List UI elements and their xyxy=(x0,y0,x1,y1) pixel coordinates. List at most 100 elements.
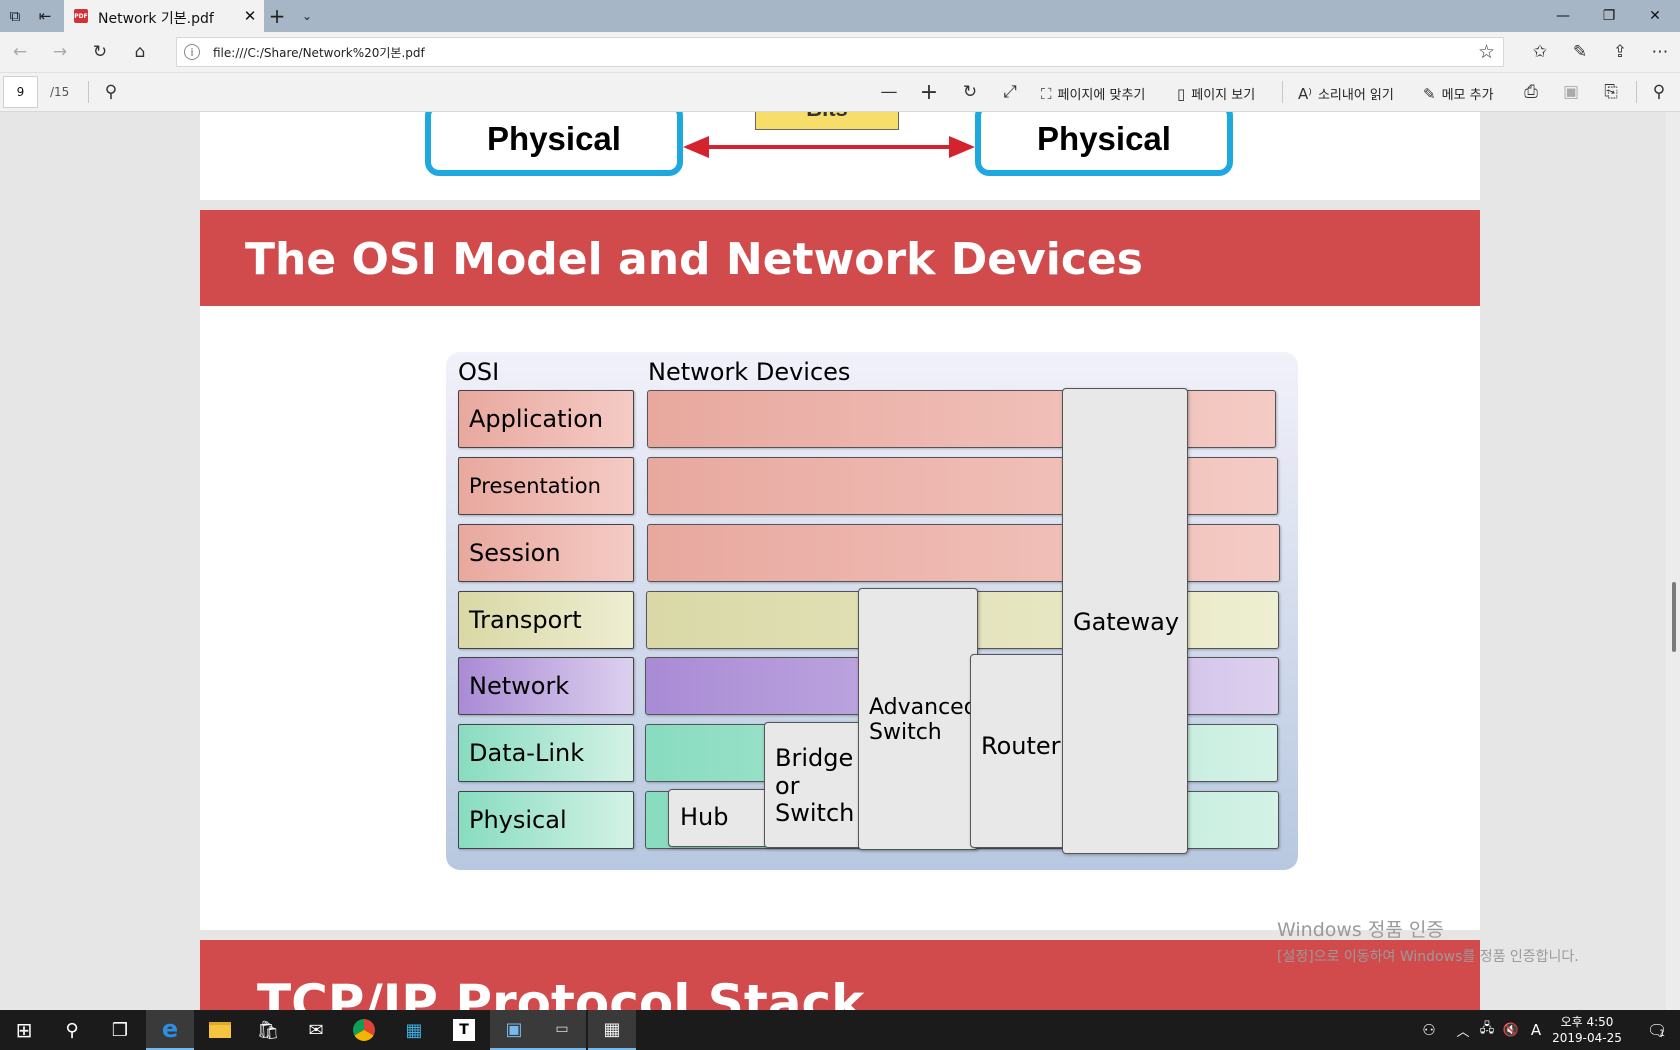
people-icon[interactable]: ⚇ xyxy=(1422,1021,1436,1039)
page-view-icon: ▯ xyxy=(1177,85,1186,103)
add-note-button[interactable]: ✎ 메모 추가 xyxy=(1423,84,1494,103)
chrome-icon[interactable] xyxy=(340,1010,388,1050)
tab-title: Network 기본.pdf xyxy=(98,11,214,27)
device-advanced-switch: Advanced Switch xyxy=(858,588,978,850)
remote-desktop-icon[interactable]: ▣ xyxy=(490,1010,538,1050)
physical-box-left-label: Physical xyxy=(487,120,621,157)
ime-indicator[interactable]: A xyxy=(1530,1021,1542,1039)
typora-logo: T xyxy=(453,1019,475,1041)
close-tab-icon[interactable]: ✕ xyxy=(243,7,257,25)
osi-layer-data-link: Data-Link xyxy=(458,724,634,782)
bits-label-text: Bits xyxy=(806,112,848,122)
close-window-button[interactable]: ✕ xyxy=(1649,8,1661,24)
osi-layer-session: Session xyxy=(458,524,634,582)
pdf-icon: PDF xyxy=(74,9,88,23)
divider xyxy=(1282,81,1283,103)
slide-title: The OSI Model and Network Devices xyxy=(245,234,1143,285)
terminal-icon[interactable]: ▭ xyxy=(538,1010,586,1050)
fit-page-label: 페이지에 맞추기 xyxy=(1057,88,1146,103)
action-center-icon[interactable]: 🗨1 xyxy=(1646,1020,1668,1040)
title-bar: ⧉ ⇤ PDF Network 기본.pdf ✕ + ⌄ — ❐ ✕ xyxy=(0,0,1680,32)
device-hub: Hub xyxy=(668,789,768,847)
watermark-line1: Windows 정품 인증 xyxy=(1277,919,1444,941)
search-icon[interactable]: ⚲ xyxy=(104,82,118,102)
device-router: Router xyxy=(970,654,1070,848)
read-aloud-label: 소리내어 읽기 xyxy=(1317,88,1394,103)
pdf-viewer[interactable]: Bits Physical Physical The OSI Model and… xyxy=(0,112,1680,1010)
search-icon[interactable]: ⚲ xyxy=(65,1019,79,1041)
page-number-input[interactable]: 9 xyxy=(3,76,38,108)
edge-icon[interactable]: e xyxy=(146,1010,194,1050)
slide-title-banner: The OSI Model and Network Devices xyxy=(200,210,1480,306)
physical-box-right: Physical xyxy=(975,112,1233,176)
read-aloud-button[interactable]: A⁾ 소리내어 읽기 xyxy=(1298,84,1394,103)
refresh-icon[interactable]: ↻ xyxy=(92,42,108,62)
save-icon[interactable]: ▣ xyxy=(1562,82,1580,102)
restore-button[interactable]: ❐ xyxy=(1602,8,1616,24)
zoom-in-icon[interactable]: + xyxy=(919,79,939,105)
vertical-scrollbar[interactable] xyxy=(1666,112,1680,1010)
mail-icon[interactable]: ✉ xyxy=(308,1019,324,1041)
next-slide-title: TCP/IP Protocol Stack xyxy=(257,974,865,1010)
tab-preview-chevron-icon[interactable]: ⌄ xyxy=(301,9,313,23)
tab-list-icon[interactable]: ⧉ xyxy=(9,7,21,25)
divider xyxy=(88,81,89,103)
rotate-icon[interactable]: ↻ xyxy=(962,82,978,102)
save-as-icon[interactable]: ⎘ xyxy=(1604,82,1618,102)
device-bridge-or-switch: Bridge or Switch xyxy=(764,722,864,848)
address-bar[interactable]: i file:///C:/Share/Network%20기본.pdf ☆ xyxy=(176,37,1504,67)
pen-icon[interactable]: ✎ xyxy=(1572,42,1588,62)
share-icon[interactable]: ⇪ xyxy=(1612,42,1628,62)
osi-layer-physical: Physical xyxy=(458,791,634,849)
physical-box-left: Physical xyxy=(425,112,683,176)
tray-chevron-icon[interactable]: ︿ xyxy=(1456,1024,1470,1040)
chrome-logo xyxy=(353,1019,375,1041)
clock[interactable]: 오후 4:50 2019-04-25 xyxy=(1552,1010,1622,1050)
page-view-label: 페이지 보기 xyxy=(1191,88,1256,103)
start-windows-icon[interactable]: ⊞ xyxy=(15,1018,33,1042)
bits-arrow xyxy=(683,136,975,158)
osi-layer-network: Network xyxy=(458,657,634,715)
device-gateway: Gateway xyxy=(1062,388,1188,854)
typora-icon[interactable]: T xyxy=(440,1010,488,1050)
file-explorer-icon[interactable] xyxy=(196,1010,244,1050)
url-text[interactable]: file:///C:/Share/Network%20기본.pdf xyxy=(213,46,425,60)
app-blue-icon[interactable]: ▦ xyxy=(405,1019,423,1041)
minimize-button[interactable]: — xyxy=(1556,8,1570,24)
volume-icon[interactable]: 🔇 xyxy=(1502,1022,1520,1038)
favorite-star-icon[interactable]: ☆ xyxy=(1477,41,1495,63)
notification-count: 1 xyxy=(1659,1029,1666,1039)
print-icon[interactable]: ⎙ xyxy=(1524,82,1538,102)
fullscreen-icon[interactable]: ⤢ xyxy=(1003,82,1017,102)
calculator-icon[interactable]: ▦ xyxy=(588,1010,636,1050)
page-view-button[interactable]: ▯ 페이지 보기 xyxy=(1177,84,1255,103)
more-icon[interactable]: ⋯ xyxy=(1651,42,1669,62)
site-info-icon[interactable]: i xyxy=(184,44,200,60)
forward-icon[interactable]: → xyxy=(52,42,68,62)
taskbar: ⊞ ⚲ ❒ e 🛍 ✉ ▦ T ▣ ▭ ▦ ⚇ ︿ 🖧 🔇 A 오후 4:50 … xyxy=(0,1010,1680,1050)
network-icon[interactable]: 🖧 xyxy=(1479,1021,1495,1036)
scrollbar-thumb[interactable] xyxy=(1672,582,1676,652)
fit-page-button[interactable]: ⛶페이지에 맞추기 xyxy=(1041,84,1145,103)
osi-diagram: OSI Network Devices Application Presenta… xyxy=(446,352,1298,870)
watermark-line2: [설정]으로 이동하여 Windows를 정품 인증합니다. xyxy=(1277,949,1579,965)
page-total: /15 xyxy=(50,85,70,99)
favorites-icon[interactable]: ✩ xyxy=(1532,42,1548,62)
browser-tab[interactable]: PDF Network 기본.pdf ✕ xyxy=(64,0,264,32)
zoom-out-icon[interactable]: — xyxy=(880,82,898,102)
task-view-icon[interactable]: ❒ xyxy=(111,1019,129,1041)
pdf-page-previous: Bits Physical Physical xyxy=(200,112,1480,200)
home-icon[interactable]: ⌂ xyxy=(134,42,146,62)
read-aloud-icon: A⁾ xyxy=(1298,85,1312,103)
store-icon[interactable]: 🛍 xyxy=(256,1019,280,1041)
devices-header: Network Devices xyxy=(648,358,851,386)
note-pen-icon: ✎ xyxy=(1423,85,1436,103)
osi-header: OSI xyxy=(458,358,500,386)
back-icon[interactable]: ← xyxy=(12,42,28,62)
new-tab-icon[interactable]: + xyxy=(268,4,286,28)
pin-toolbar-icon[interactable]: ⚲ xyxy=(1652,82,1666,102)
folder-shape xyxy=(209,1022,231,1038)
bits-label: Bits xyxy=(755,112,899,130)
add-note-label: 메모 추가 xyxy=(1441,88,1494,103)
set-tabs-aside-icon[interactable]: ⇤ xyxy=(38,7,52,25)
